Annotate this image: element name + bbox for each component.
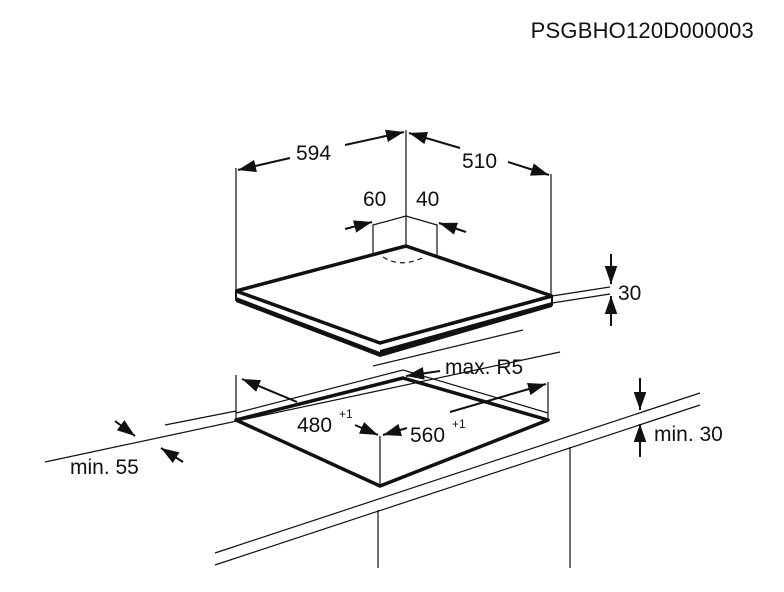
hob	[235, 244, 553, 357]
dim-arrow-cutout-right	[449, 382, 547, 413]
dim-arrow-cutout-left	[241, 378, 298, 403]
worktop	[44, 351, 701, 568]
dim-arrow-55-top	[114, 420, 136, 437]
dim-480-tolerance: +1	[339, 407, 353, 421]
dim-480: 480	[297, 414, 332, 437]
document-code: PSGBHO120D000003	[530, 18, 754, 43]
extension-lines	[235, 130, 611, 367]
dim-arrow-40	[438, 222, 467, 235]
dim-560: 560	[410, 424, 445, 447]
dim-40: 40	[416, 188, 439, 211]
dim-min-55: min. 55	[70, 456, 139, 479]
dim-560-tolerance: +1	[452, 417, 466, 431]
dim-510: 510	[462, 150, 497, 173]
dim-arrow-594-left	[237, 157, 291, 173]
dim-arrow-60	[344, 220, 373, 233]
dim-min-30: min. 30	[654, 423, 723, 446]
dim-30: 30	[618, 282, 641, 305]
cutout	[234, 369, 550, 488]
dim-max-r5: max. R5	[445, 356, 523, 379]
dim-594: 594	[296, 142, 331, 165]
dim-arrow-55-bottom	[160, 447, 184, 463]
dim-arrow-510-right	[507, 161, 550, 176]
dim-arrow-560	[382, 423, 408, 437]
dim-arrow-594-right	[344, 129, 405, 146]
dim-arrow-510-left	[408, 132, 461, 149]
dim-arrow-480	[354, 422, 379, 436]
dim-arrow-r5	[405, 367, 441, 380]
dim-60: 60	[363, 188, 386, 211]
